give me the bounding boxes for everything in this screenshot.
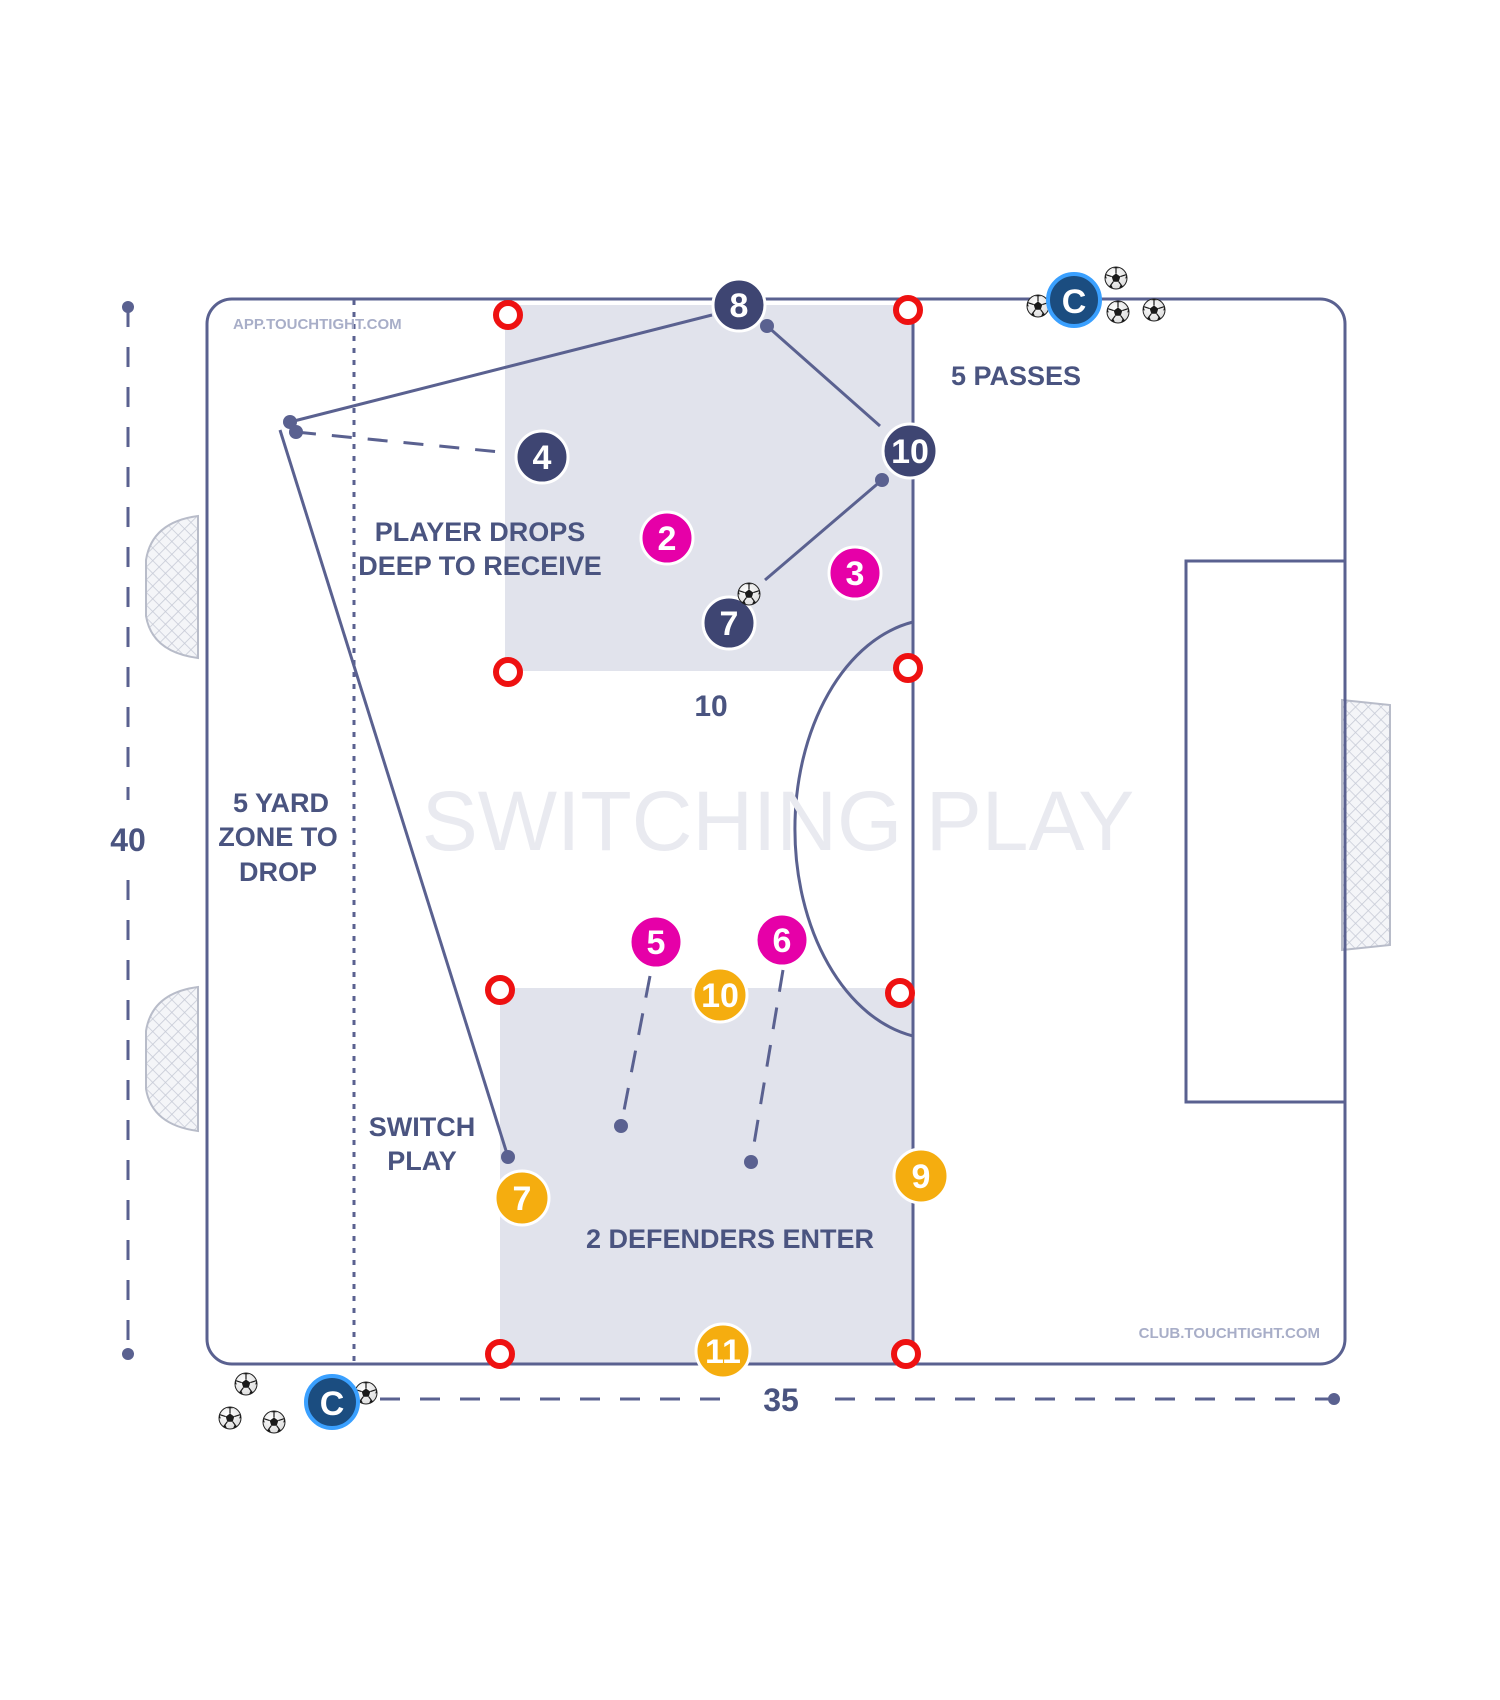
drop-label-line2: DEEP TO RECEIVE	[358, 551, 602, 581]
player-number: 11	[705, 1333, 741, 1371]
player-number: 9	[912, 1158, 931, 1196]
player-number: 7	[720, 605, 739, 643]
pink-player-3: 3	[827, 545, 883, 601]
goal-right	[1341, 698, 1391, 952]
cone	[485, 975, 515, 1005]
drill-title: SWITCHING PLAY	[422, 774, 1135, 868]
pink-player-6: 6	[754, 912, 810, 968]
cone	[893, 295, 923, 325]
cone	[893, 653, 923, 683]
yellow-player-disc	[691, 966, 749, 1024]
yellow-player-11: 11	[694, 1322, 752, 1380]
pink-player-2: 2	[639, 510, 695, 566]
cone	[493, 657, 523, 687]
defender-run-5	[619, 975, 652, 1127]
player-number: 2	[658, 520, 677, 558]
height-dimension	[122, 301, 134, 1360]
coach-disc	[304, 1374, 360, 1430]
ball-icon	[234, 1372, 258, 1396]
coach-disc	[1046, 272, 1102, 328]
pink-player-disc	[628, 914, 684, 970]
ball-icon	[1106, 300, 1130, 324]
center-arc	[793, 620, 914, 1038]
defender-run-6	[749, 969, 785, 1163]
bottom-grid	[500, 988, 913, 1365]
ball-icon	[1104, 266, 1128, 290]
cone	[493, 300, 523, 330]
left-goals	[145, 514, 199, 1133]
cone	[485, 1339, 515, 1369]
player-number: 5	[647, 924, 666, 962]
drop-label-line1: PLAYER DROPS	[375, 517, 586, 547]
run-line-4-drop	[295, 430, 501, 454]
pass-line-7-to-10	[764, 478, 883, 582]
coach-top: C	[1026, 266, 1166, 328]
cones	[485, 295, 923, 1369]
pass-line-8-to-drop	[289, 313, 713, 424]
watermark-top: APP.TOUCHTIGHT.COM	[233, 316, 402, 333]
ball-icon	[218, 1406, 242, 1430]
navy-player-disc	[881, 422, 939, 480]
zone-label-line1: 5 YARD	[233, 788, 329, 818]
cone	[885, 978, 915, 1008]
player-number: 3	[846, 555, 865, 593]
grid-size-label: 10	[694, 690, 727, 723]
yellow-player-7: 7	[493, 1169, 551, 1227]
pass-line-10-to-8	[766, 324, 881, 428]
coach-label: C	[320, 1385, 345, 1423]
switch-label-line2: PLAY	[387, 1146, 457, 1176]
width-dimension-label: 35	[763, 1382, 799, 1418]
navy-player-disc	[711, 277, 767, 333]
width-dimension	[380, 1393, 1340, 1405]
height-dimension-label: 40	[110, 822, 146, 858]
goal-left-upper	[145, 514, 199, 660]
pink-player-5: 5	[628, 914, 684, 970]
navy-player-10: 10	[881, 422, 939, 480]
watermark-bottom: CLUB.TOUCHTIGHT.COM	[1139, 1325, 1320, 1342]
ball-icon	[737, 582, 761, 606]
coach-bottom: C	[218, 1372, 378, 1434]
player-number: 10	[701, 977, 739, 1015]
navy-player-disc	[701, 595, 757, 651]
penalty-box	[1184, 559, 1347, 1104]
zone-label-line2: ZONE TO	[218, 822, 338, 852]
switch-pass-line	[278, 429, 510, 1158]
goal-left-lower	[145, 985, 199, 1133]
player-number: 4	[533, 439, 552, 477]
navy-player-4: 4	[514, 429, 570, 485]
passes-label: 5 PASSES	[951, 361, 1081, 391]
navy-player-7: 7	[701, 595, 757, 651]
yellow-player-disc	[493, 1169, 551, 1227]
player-number: 10	[891, 433, 929, 471]
pink-player-disc	[827, 545, 883, 601]
yellow-player-10: 10	[691, 966, 749, 1024]
player-number: 6	[773, 922, 792, 960]
navy-player-disc	[514, 429, 570, 485]
navy-player-8: 8	[711, 277, 767, 333]
defenders-label: 2 DEFENDERS ENTER	[586, 1224, 874, 1254]
coach-label: C	[1062, 283, 1087, 321]
ball-icon	[1026, 294, 1050, 318]
pink-player-disc	[754, 912, 810, 968]
cone	[891, 1339, 921, 1369]
ball-icon	[262, 1410, 286, 1434]
zone-label-line3: DROP	[239, 857, 317, 887]
yellow-player-9: 9	[892, 1147, 950, 1205]
player-number: 7	[513, 1180, 532, 1218]
pink-player-disc	[639, 510, 695, 566]
yellow-player-disc	[694, 1322, 752, 1380]
switch-label-line1: SWITCH	[369, 1112, 475, 1142]
movement-lines	[278, 313, 889, 1169]
ball-icon	[1142, 298, 1166, 322]
player-number: 8	[730, 287, 749, 325]
yellow-player-disc	[892, 1147, 950, 1205]
